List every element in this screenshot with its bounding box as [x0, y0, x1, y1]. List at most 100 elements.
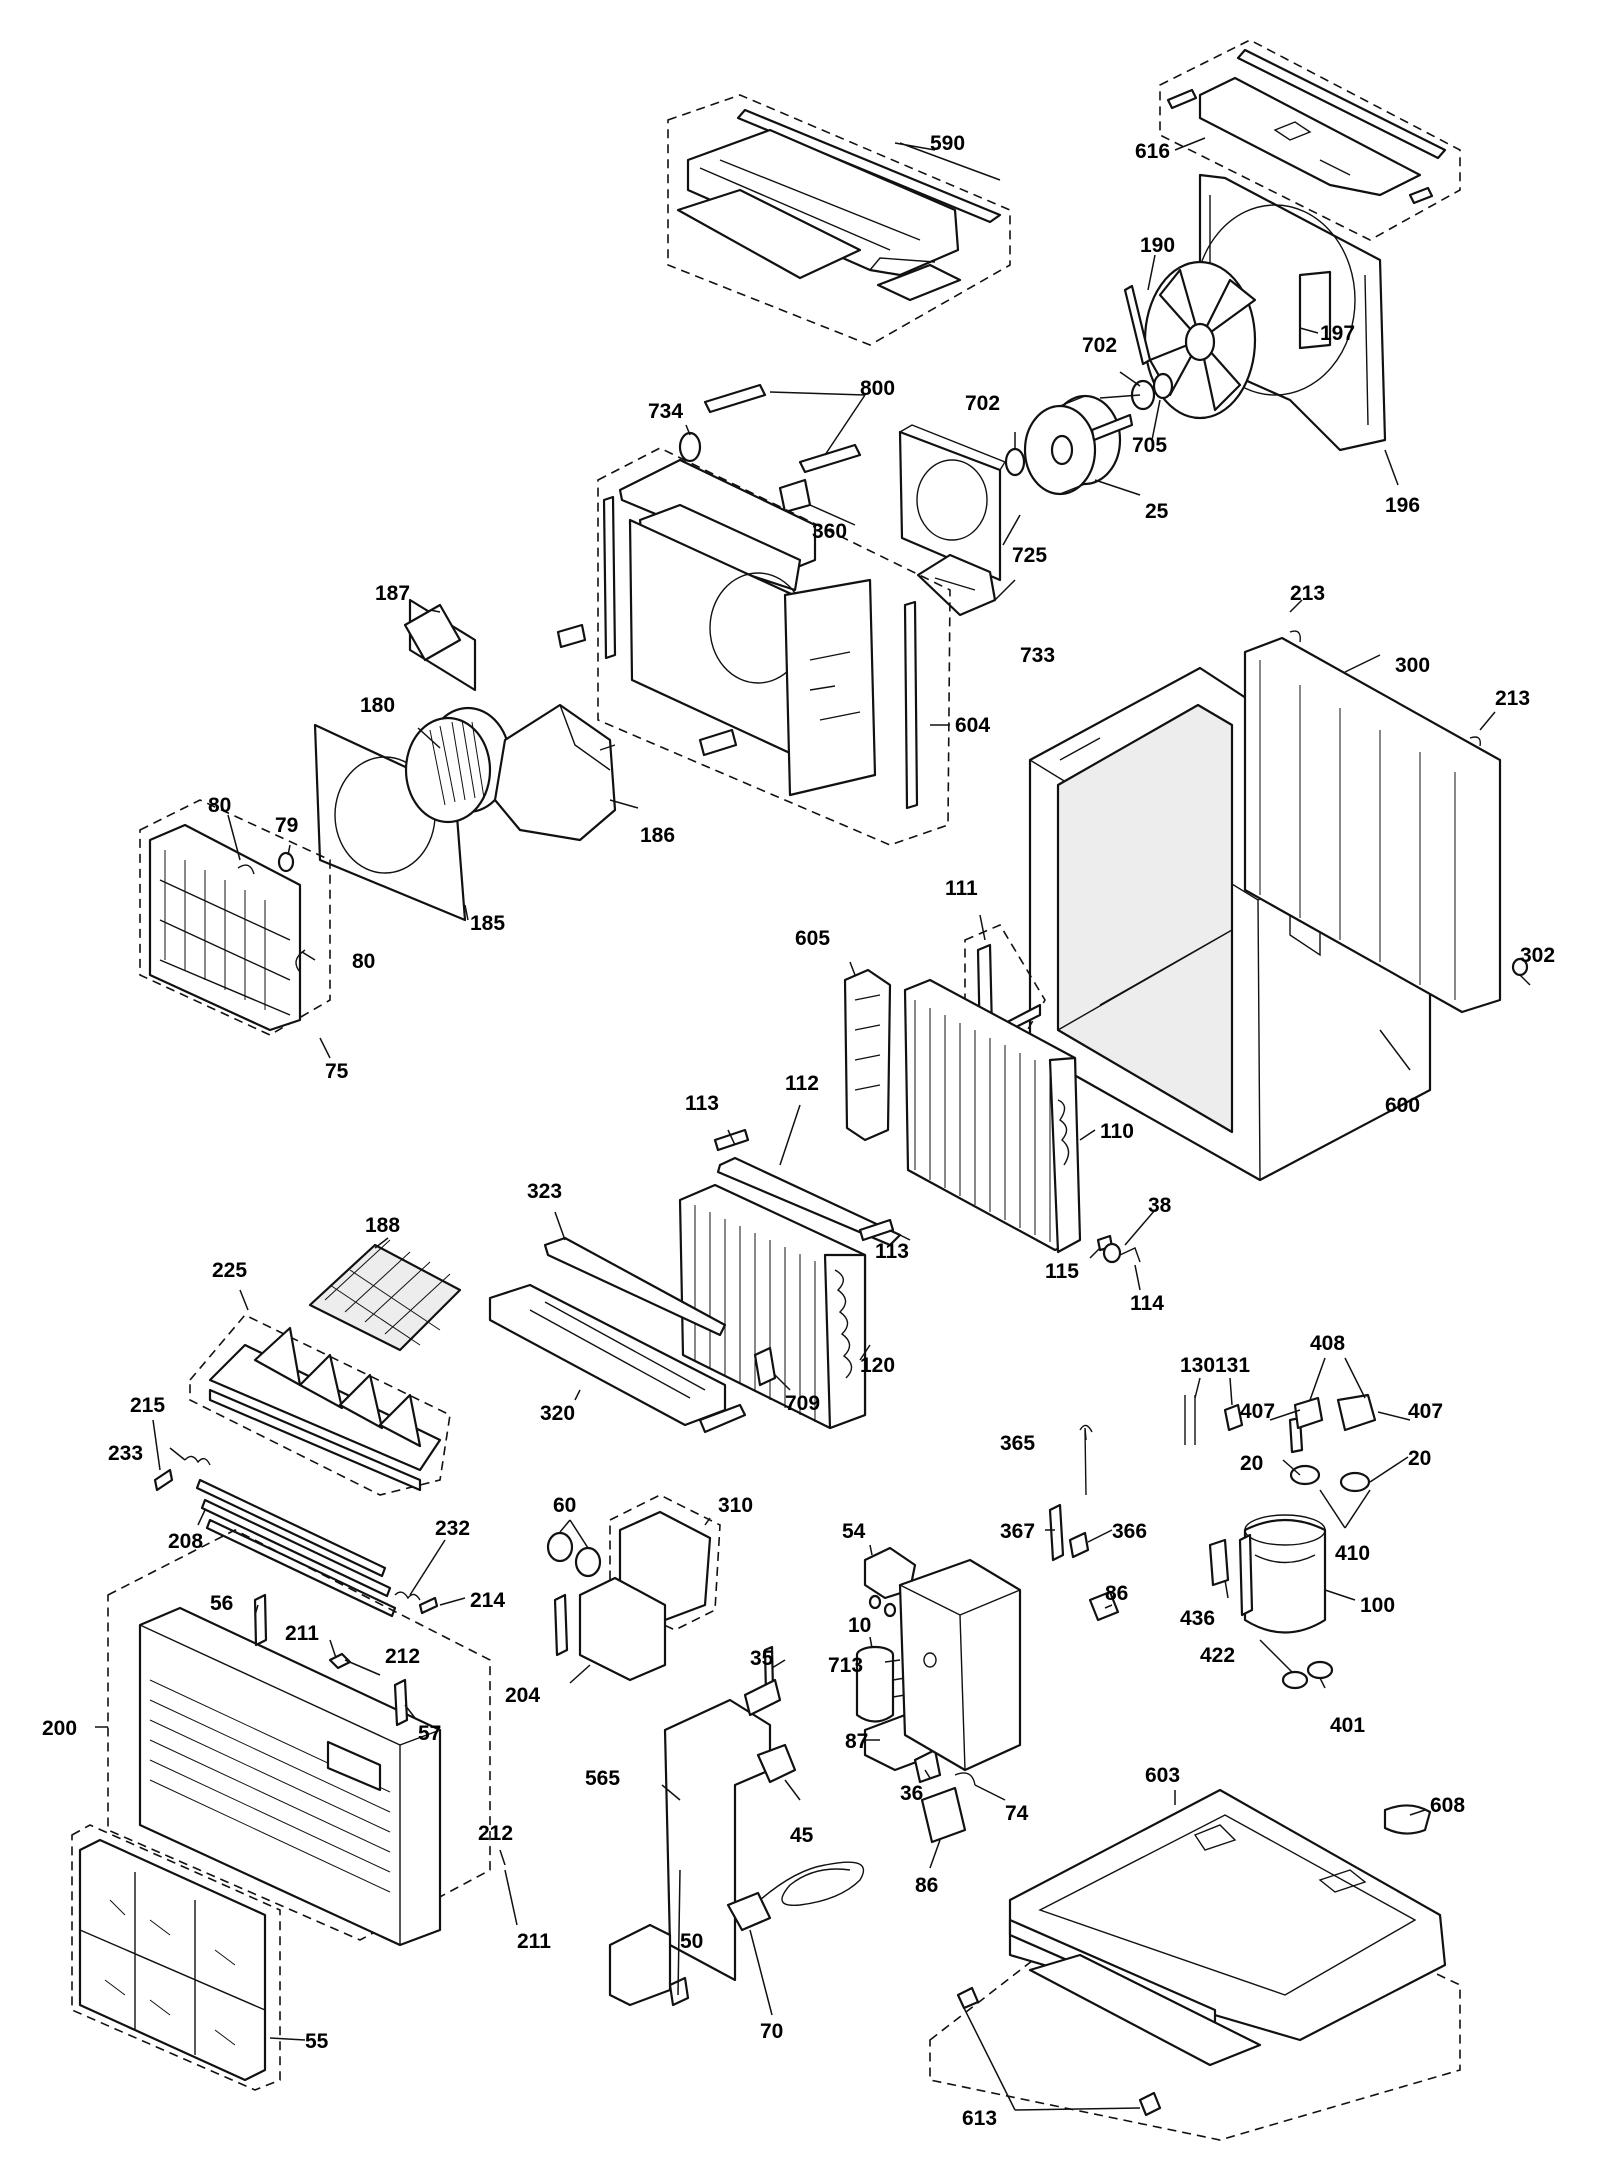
callout-188: 188: [365, 1214, 400, 1237]
part-group-75: [139, 799, 331, 1036]
callout-185: 185: [470, 912, 505, 935]
part-evaporator-120: [678, 1128, 902, 1430]
part-bracket-725: [898, 424, 1007, 582]
callout-211a: 211: [285, 1622, 319, 1645]
callout-713: 713: [828, 1654, 863, 1677]
part-small-brackets: [678, 383, 862, 514]
callout-323: 323: [527, 1180, 562, 1203]
part-compressor-100: [1184, 1393, 1377, 1690]
callout-604: 604: [955, 714, 990, 737]
part-compressor-box: [898, 1424, 1093, 1772]
callout-605: 605: [795, 927, 830, 950]
callout-408: 408: [1310, 1332, 1345, 1355]
callout-70: 70: [760, 2020, 783, 2043]
callout-590: 590: [930, 132, 965, 155]
callout-401: 401: [1330, 1714, 1365, 1737]
callout-111: 111: [945, 877, 978, 900]
part-blower-assembly: [313, 598, 617, 922]
callout-213a: 213: [1290, 582, 1325, 605]
callout-365: 365: [1000, 1432, 1035, 1455]
part-capacitor-10: [855, 1645, 906, 1723]
callout-407a: 407: [1240, 1400, 1275, 1423]
callout-436: 436: [1180, 1607, 1215, 1630]
callout-110: 110: [1100, 1120, 1134, 1143]
callout-86b: 86: [915, 1874, 938, 1897]
callout-302: 302: [1520, 944, 1555, 967]
callout-212a: 212: [385, 1645, 420, 1668]
callout-131: 131: [1215, 1354, 1250, 1377]
callout-25: 25: [1145, 500, 1169, 523]
leader-lines: [95, 137, 1531, 2111]
callout-36: 36: [900, 1782, 923, 1805]
callout-80a: 80: [208, 794, 231, 817]
callout-45: 45: [790, 1824, 814, 1847]
part-fan-190: [1123, 260, 1257, 420]
part-louver-225: [189, 1314, 451, 1496]
callout-214: 214: [470, 1589, 505, 1612]
part-drain-pan-320: [488, 1236, 747, 1434]
callout-200: 200: [42, 1717, 77, 1740]
callout-600: 600: [1385, 1094, 1420, 1117]
callout-54: 54: [842, 1520, 866, 1543]
callout-75: 75: [325, 1060, 349, 1083]
callout-120: 120: [860, 1354, 895, 1377]
part-front-grille-200: [107, 1529, 491, 1947]
callout-800: 800: [860, 377, 895, 400]
part-mesh-188: [308, 1239, 462, 1352]
part-filter-55: [71, 1824, 281, 2091]
callout-300: 300: [1395, 654, 1430, 677]
callout-407b: 407: [1408, 1400, 1443, 1423]
callout-112: 112: [785, 1072, 819, 1095]
callout-310: 310: [718, 1494, 753, 1517]
callout-702b: 702: [965, 392, 1000, 415]
part-support-605: [843, 968, 892, 1142]
callout-55: 55: [305, 2030, 329, 2053]
callout-79: 79: [275, 814, 298, 837]
callout-10: 10: [848, 1614, 871, 1637]
callout-705: 705: [1132, 434, 1167, 457]
callout-232: 232: [435, 1517, 470, 1540]
callout-213b: 213: [1495, 687, 1530, 710]
part-power-cord-70: [726, 1861, 865, 1932]
part-side-panel-300: [1243, 630, 1529, 1014]
callout-20a: 20: [1240, 1452, 1263, 1475]
callout-613: 613: [962, 2107, 997, 2130]
callout-114: 114: [1130, 1292, 1164, 1315]
part-small-fittings: [753, 1234, 1141, 1387]
callout-38: 38: [1148, 1194, 1172, 1217]
callout-616: 616: [1135, 140, 1170, 163]
callout-702a: 702: [1082, 334, 1117, 357]
callout-233: 233: [108, 1442, 143, 1465]
callout-190: 190: [1140, 234, 1175, 257]
callout-115: 115: [1045, 1260, 1079, 1283]
callout-225: 225: [212, 1259, 247, 1282]
callout-80b: 80: [352, 950, 375, 973]
callout-725: 725: [1012, 544, 1047, 567]
callout-565: 565: [585, 1767, 620, 1790]
callout-60: 60: [553, 1494, 576, 1517]
callout-196: 196: [1385, 494, 1420, 517]
callout-608: 608: [1430, 1794, 1465, 1817]
part-grille-bars: [153, 1455, 439, 1618]
callout-215: 215: [130, 1394, 165, 1417]
part-control-panel-310: [546, 1494, 721, 1682]
callout-86a: 86: [1105, 1582, 1128, 1605]
callout-130: 130: [1180, 1354, 1215, 1377]
callout-734: 734: [648, 400, 683, 423]
part-condenser-110: [903, 978, 1082, 1254]
callout-35: 35: [750, 1647, 774, 1670]
callout-113b: 113: [875, 1240, 909, 1263]
callout-603: 603: [1145, 1764, 1180, 1787]
callout-50: 50: [680, 1930, 703, 1953]
callout-709: 709: [785, 1392, 820, 1415]
callout-208: 208: [168, 1530, 203, 1553]
callout-211b: 211: [517, 1930, 551, 1953]
callout-212b: 212: [478, 1822, 513, 1845]
callout-74: 74: [1005, 1802, 1029, 1825]
callout-57: 57: [418, 1722, 441, 1745]
callout-197: 197: [1320, 322, 1355, 345]
callout-204: 204: [505, 1684, 540, 1707]
callout-56: 56: [210, 1592, 233, 1615]
part-bracket-733: [916, 553, 997, 617]
